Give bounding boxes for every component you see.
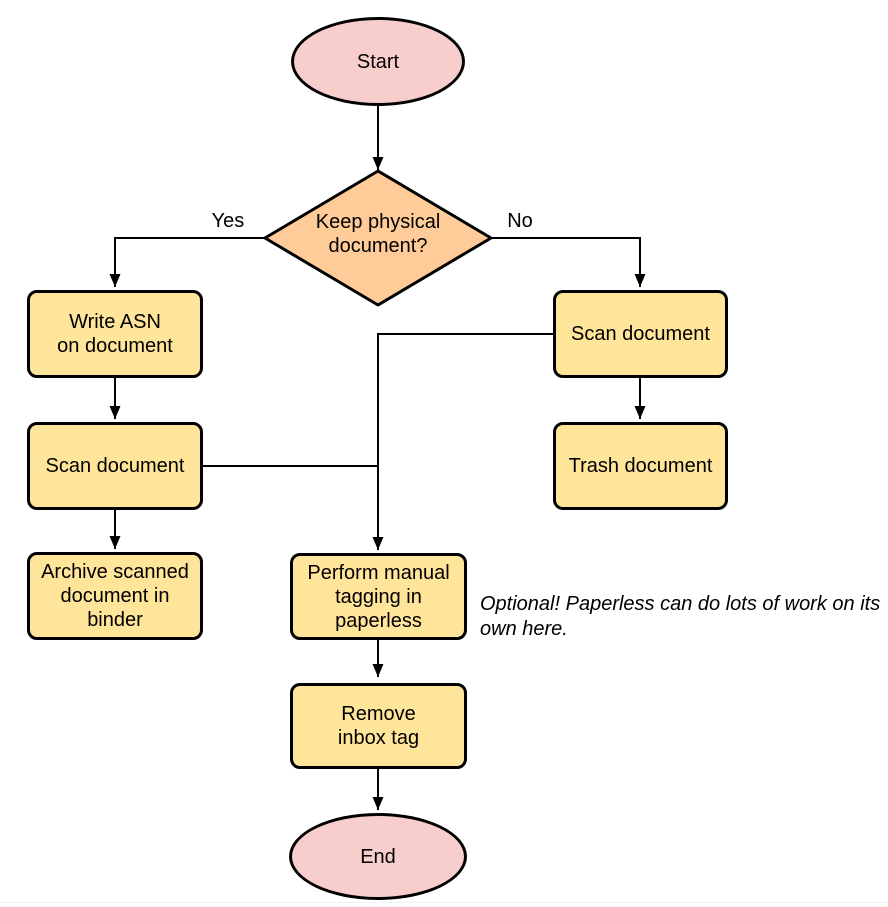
remove-inbox-tag-node: Remove inbox tag bbox=[290, 683, 467, 769]
decision-label-line: Keep physical bbox=[315, 211, 441, 233]
yes-branch-label: Yes bbox=[211, 210, 245, 232]
bottom-divider bbox=[0, 902, 888, 903]
archive-label-line: binder bbox=[87, 609, 143, 631]
archive-node: Archive scanned document in binder bbox=[27, 552, 203, 640]
write-asn-node: Write ASN on document bbox=[27, 290, 203, 378]
scan-document-left-node: Scan document bbox=[27, 422, 203, 510]
decision-diamond-shape bbox=[263, 169, 493, 307]
edge-scan-right-to-perform bbox=[372, 333, 553, 550]
scan-document-right-node: Scan document bbox=[553, 290, 728, 378]
write-asn-label-line: Write ASN bbox=[69, 311, 161, 333]
remove-inbox-tag-label-line: Remove bbox=[341, 703, 416, 725]
archive-label-line: document in bbox=[60, 585, 170, 607]
end-node: End bbox=[289, 813, 467, 900]
archive-label-line: Archive scanned bbox=[41, 561, 189, 583]
scan-document-right-label: Scan document bbox=[571, 323, 710, 345]
perform-tagging-label-line: Perform manual bbox=[307, 561, 450, 584]
perform-tagging-node: Perform manual tagging in paperless bbox=[290, 553, 467, 640]
optional-note: Optional! Paperless can do lots of work … bbox=[480, 593, 881, 640]
no-branch-label: No bbox=[507, 210, 533, 232]
edge-decision-no-to-scan-right bbox=[490, 237, 646, 287]
scan-document-left-label: Scan document bbox=[45, 455, 185, 477]
perform-tagging-label-line: paperless bbox=[335, 609, 422, 632]
perform-tagging-label-line: tagging in bbox=[335, 585, 422, 608]
edge-decision-yes-to-write-asn bbox=[109, 237, 266, 287]
write-asn-label-line: on document bbox=[57, 335, 173, 357]
trash-document-node: Trash document bbox=[553, 422, 728, 510]
decision-node-label: Keep physical document? bbox=[278, 210, 478, 258]
end-node-label: End bbox=[360, 845, 396, 868]
decision-label-line: document? bbox=[328, 235, 428, 257]
remove-inbox-tag-label-line: inbox tag bbox=[337, 727, 420, 749]
trash-document-label: Trash document bbox=[568, 455, 713, 477]
start-node: Start bbox=[291, 17, 465, 106]
start-node-label: Start bbox=[356, 50, 400, 73]
